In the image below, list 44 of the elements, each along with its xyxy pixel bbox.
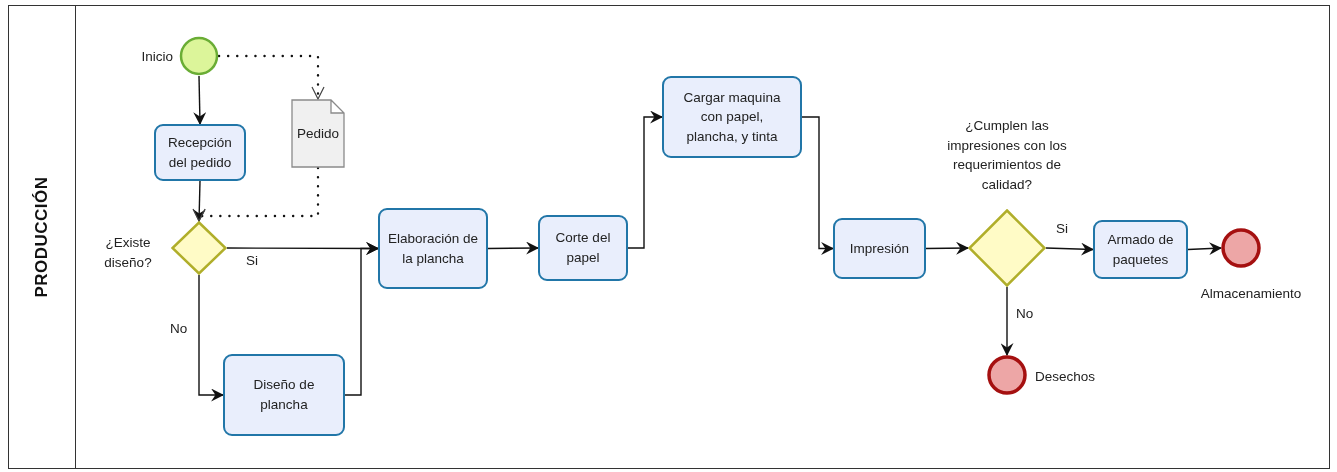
node-caption: ¿Cumplen las impresiones con los requerimientos de calidad? (946, 117, 1068, 194)
task-box (1093, 220, 1188, 279)
document-shape (291, 99, 345, 168)
dotted-arrow (192, 166, 320, 223)
arrow (801, 116, 835, 255)
task-label: Recepción del pedido (167, 133, 233, 172)
edge-label: No (169, 321, 189, 336)
arrow (925, 241, 970, 255)
end-event-circle (987, 355, 1027, 395)
task-box (154, 124, 246, 181)
pool-title: PRODUCCIÓN (32, 176, 52, 298)
node-caption: ¿Existe diseño? (103, 234, 153, 272)
arrow (198, 274, 225, 402)
arrow (1045, 242, 1095, 256)
task-label: Armado de paquetes (1106, 230, 1175, 269)
start-event-circle (179, 36, 219, 76)
edge-label: No (1015, 306, 1035, 321)
node-caption: Inicio (140, 48, 173, 66)
task-box (538, 215, 628, 281)
arrow (344, 242, 380, 396)
decision-diamond (171, 221, 227, 275)
task-box (223, 354, 345, 436)
end-event-circle (1221, 228, 1261, 268)
node-caption: Desechos (1035, 368, 1097, 386)
edge-label: Si (245, 253, 259, 268)
task-box (833, 218, 926, 279)
arrow (487, 241, 540, 255)
pool-band (8, 5, 1330, 469)
task-label: Diseño de plancha (252, 376, 316, 414)
task-label: Impresión (849, 239, 910, 258)
arrow (1000, 286, 1014, 357)
arrow (193, 75, 207, 126)
task-label: Elaboración de la plancha (386, 229, 480, 268)
edge-label: Si (1055, 221, 1069, 236)
node-caption: Almacenamiento (1199, 285, 1303, 303)
task-label: Cargar maquina con papel, plancha, y tinta (682, 88, 782, 146)
arrow (627, 110, 664, 249)
task-box (378, 208, 488, 289)
decision-diamond (968, 209, 1046, 287)
arrow (1187, 242, 1223, 256)
task-box (662, 76, 802, 158)
dotted-arrow (217, 54, 325, 101)
task-label: Pedido (296, 124, 339, 143)
task-label: Corte del papel (554, 229, 612, 267)
